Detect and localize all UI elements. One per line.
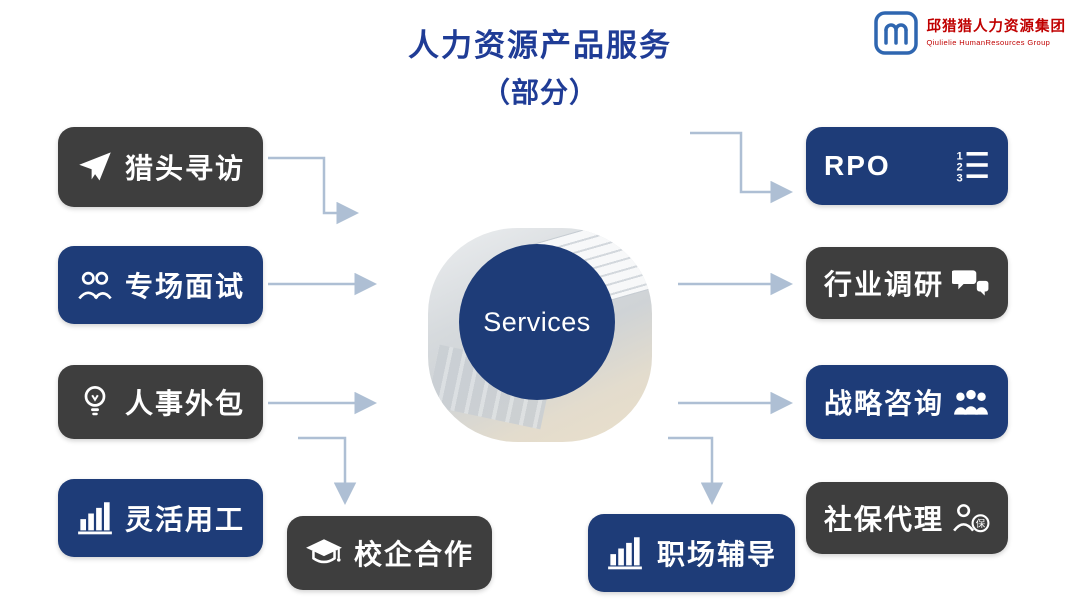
title-main: 人力资源产品服务: [408, 28, 672, 63]
services-circle-label: Services: [483, 306, 591, 337]
service-label: 社保代理: [824, 504, 945, 535]
svg-text:1: 1: [956, 150, 962, 162]
speech-bubbles-icon: [952, 265, 990, 301]
connector-line: [268, 156, 359, 225]
people-icon: [76, 267, 114, 303]
service-box-career-coaching: 职场辅导: [588, 514, 795, 592]
service-label: RPO: [824, 150, 891, 181]
service-box-rpo: RPO 1 2 3: [806, 127, 1008, 205]
page-title: 人力资源产品服务 （部分）: [0, 20, 1080, 111]
logo-name-cn: 邱猎猎人力资源集团: [926, 19, 1066, 36]
people-group-icon: [952, 384, 990, 420]
service-box-flexible-staffing: 灵活用工: [58, 479, 263, 557]
service-label: 校企合作: [353, 539, 474, 570]
lightbulb-icon: [76, 384, 114, 420]
paper-plane-icon: [76, 149, 114, 185]
company-logo: 邱猎猎人力资源集团 Qiulielie HumanResources Group: [873, 10, 1067, 56]
service-label: 职场辅导: [656, 539, 777, 570]
svg-text:3: 3: [956, 173, 962, 184]
svg-text:保: 保: [976, 518, 986, 530]
service-label: 灵活用工: [124, 504, 245, 535]
bar-chart-icon: [606, 535, 644, 571]
services-circle: Services: [459, 244, 615, 400]
logo-mark-icon: [873, 11, 918, 55]
connector-line: [298, 436, 357, 505]
service-box-social-insurance-agency: 社保代理 保: [806, 482, 1008, 554]
service-box-headhunting: 猎头寻访: [58, 127, 263, 207]
service-box-school-enterprise: 校企合作: [287, 516, 492, 590]
connector-line: [668, 436, 724, 505]
service-label: 专场面试: [124, 271, 245, 302]
service-box-strategy-consulting: 战略咨询: [806, 365, 1008, 439]
connector-line: [690, 131, 793, 204]
graduation-cap-icon: [305, 535, 343, 571]
service-label: 人事外包: [124, 388, 245, 419]
service-label: 行业调研: [824, 269, 945, 300]
numbered-list-icon: 1 2 3: [952, 148, 990, 184]
bar-chart-icon: [76, 500, 114, 536]
logo-name-en: Qiulielie HumanResources Group: [926, 38, 1051, 48]
svg-text:2: 2: [956, 161, 962, 173]
insurance-person-icon: 保: [952, 500, 990, 536]
title-sub: （部分）: [481, 77, 598, 108]
service-box-special-interview: 专场面试: [58, 246, 263, 324]
logo-text: 邱猎猎人力资源集团 Qiulielie HumanResources Group: [927, 18, 1067, 48]
service-box-hr-outsourcing: 人事外包: [58, 365, 263, 439]
service-label: 战略咨询: [824, 388, 945, 419]
service-label: 猎头寻访: [124, 153, 245, 184]
service-box-industry-research: 行业调研: [806, 247, 1008, 319]
